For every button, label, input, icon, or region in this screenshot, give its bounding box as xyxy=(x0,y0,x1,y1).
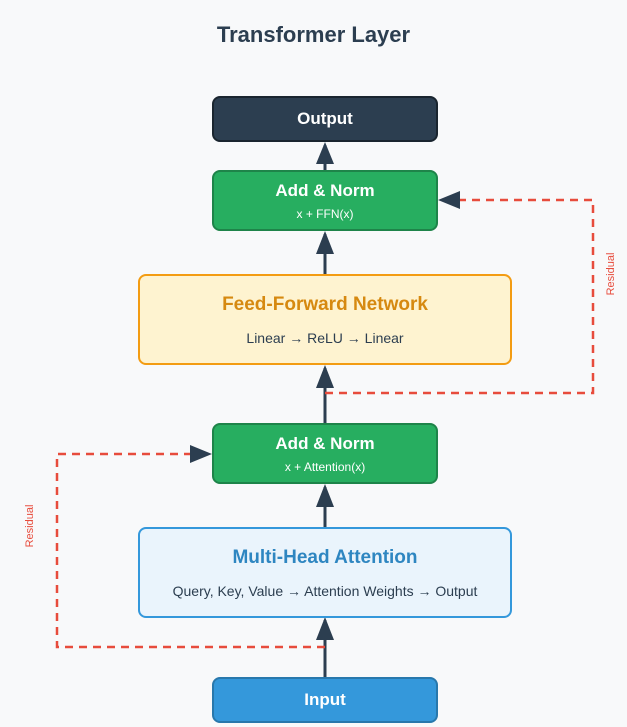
residual-arrowhead-right xyxy=(438,191,460,209)
arrowhead-output xyxy=(316,142,334,164)
add-norm-top-formula: x + FFN(x) xyxy=(296,206,354,221)
residual-label-left: Residual xyxy=(24,504,36,548)
add-norm-bottom-node: Add & Norm x + Attention(x) xyxy=(212,423,438,484)
diagram-title: Transformer Layer xyxy=(216,22,411,47)
arrowhead-addnorm-bottom xyxy=(316,484,334,507)
residual-label-right: Residual xyxy=(605,252,617,296)
residual-path-right xyxy=(325,198,595,395)
arrowhead-ffn xyxy=(316,365,334,388)
output-node: Output xyxy=(212,96,438,142)
arrowhead-mha xyxy=(316,617,334,640)
mha-label: Multi-Head Attention xyxy=(232,546,418,568)
add-norm-top-node: Add & Norm x + FFN(x) xyxy=(212,170,438,231)
add-norm-top-label: Add & Norm xyxy=(275,180,375,200)
ffn-label: Feed-Forward Network xyxy=(222,293,428,315)
residual-arrowhead-left xyxy=(190,445,212,463)
add-norm-bottom-formula: x + Attention(x) xyxy=(284,459,366,474)
input-label: Input xyxy=(304,690,346,709)
input-node: Input xyxy=(212,677,438,723)
mha-description: Query, Key, Value → Attention Weights → … xyxy=(172,582,478,599)
add-norm-bottom-label: Add & Norm xyxy=(275,433,375,453)
residual-path-left xyxy=(55,452,325,649)
multi-head-attention-node: Multi-Head Attention Query, Key, Value →… xyxy=(138,527,512,618)
ffn-description: Linear → ReLU → Linear xyxy=(246,329,404,346)
arrowhead-addnorm-top xyxy=(316,231,334,254)
feed-forward-node: Feed-Forward Network Linear → ReLU → Lin… xyxy=(138,274,512,365)
output-label: Output xyxy=(297,109,353,128)
